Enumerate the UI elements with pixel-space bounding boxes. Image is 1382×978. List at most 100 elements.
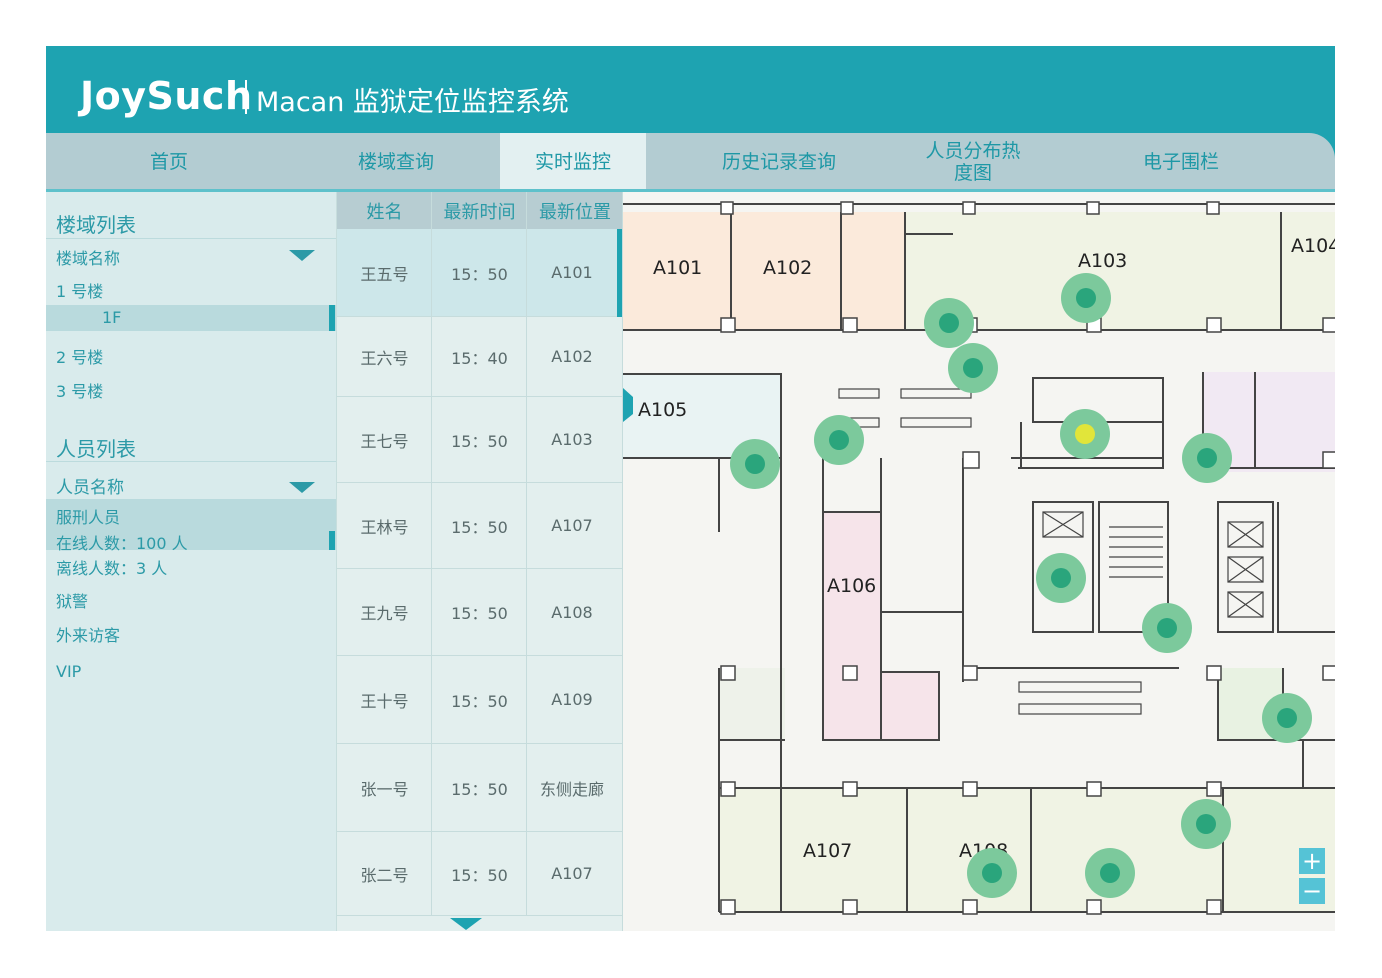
person-marker-dot [745,454,765,474]
cell-name: 王九号 [360,604,409,623]
room-label-a105: A105 [638,399,687,421]
person-marker-dot [982,863,1002,883]
table-header: 姓名 最新时间 最新位置 [337,192,623,229]
selection-indicator [329,305,335,331]
cell-name: 张一号 [360,779,409,799]
nav-realtime-monitor[interactable]: 实时监控 [500,133,646,191]
sidebar-item-inmates[interactable]: 服刑人员 在线人数：100 人 [46,499,336,553]
room-fill-a106 [823,512,881,740]
person-marker-dot [1277,708,1297,728]
cell-location: A107 [551,516,593,535]
floor-plan-svg: A101 A102 A103 A104 A105 A106 A107 A108 [623,201,1335,915]
cell-name: 王林号 [360,517,409,537]
cell-location: 东侧走廊 [539,779,604,799]
people-name-select[interactable]: 人员名称 [56,478,124,498]
nav-geofence[interactable]: 电子围栏 [1142,151,1219,173]
sidebar-item-floor-1f[interactable]: 1F [46,305,336,331]
room-fill-a103 [905,212,1335,330]
nav-area-query[interactable]: 楼域查询 [357,151,434,173]
floor-plan-map[interactable]: A101 A102 A103 A104 A105 A106 A107 A108 [622,192,1335,931]
cell-name: 王七号 [360,431,409,451]
sidebar-item-building-2[interactable]: 2 号楼 [56,348,104,367]
room-label-a107: A107 [803,840,852,862]
chevron-down-icon[interactable] [289,250,315,261]
table-row[interactable]: 王九号 15：50 A108 [337,569,623,656]
cell-location: A109 [551,690,593,709]
cell-time: 15：50 [451,865,508,885]
table-row[interactable]: 王五号 15：50 A101 [337,229,623,317]
sidebar-item-visitors[interactable]: 外来访客 [56,626,121,645]
cell-time: 15：50 [451,604,508,623]
cell-location: A102 [551,347,593,366]
person-marker-dot [829,430,849,450]
brand-separator [245,80,247,114]
selection-indicator [617,229,623,317]
table-row[interactable]: 王林号 15：50 A107 [337,483,623,569]
cell-location: A101 [551,263,593,282]
cell-name: 张二号 [360,865,409,885]
room-fill-a107-a108 [719,788,1335,913]
selection-indicator [329,531,335,550]
room-label-a101: A101 [653,257,702,279]
sidebar: 楼域列表 楼域名称 1 号楼 1F 2 号楼 3 号楼 人员列表 人员名称 服刑… [46,192,336,931]
sidebar-item-vip[interactable]: VIP [56,662,82,681]
personnel-table: 姓名 最新时间 最新位置 王五号 15：50 A101 王六号 15：40 A1… [336,192,623,931]
cell-time: 15：40 [451,348,508,368]
app-window: JoySuch Macan 监狱定位监控系统 首页 楼域查询 实时监控 历史记录… [46,46,1335,931]
nav-heatmap[interactable]: 人员分布热度图 [925,140,1021,184]
nav-bar: 首页 楼域查询 实时监控 历史记录查询 人员分布热度图 电子围栏 [46,133,1335,191]
zoom-out-button[interactable]: − [1299,877,1325,905]
area-name-select[interactable]: 楼域名称 [56,249,121,268]
area-list-title: 楼域列表 [56,213,136,237]
room-label-a103: A103 [1078,250,1127,272]
inmates-label: 服刑人员 [56,508,121,527]
nav-divider [46,189,1335,192]
sidebar-item-building-1[interactable]: 1 号楼 [56,282,104,301]
main-nav: 首页 楼域查询 实时监控 历史记录查询 人员分布热度图 电子围栏 [46,133,1335,191]
room-label-a102: A102 [763,257,812,279]
cell-name: 王六号 [360,348,409,368]
zoom-in-button[interactable]: + [1299,847,1325,875]
column-header-name[interactable]: 姓名 [366,201,403,223]
cell-location: A108 [551,602,593,622]
person-marker-dot [1076,288,1096,308]
chevron-down-icon[interactable] [289,482,315,493]
column-divider [526,192,527,916]
personnel-markers [730,273,1312,898]
table-row[interactable]: 王十号 15：50 A109 [337,656,623,744]
column-header-time[interactable]: 最新时间 [443,201,516,223]
cell-location: A107 [551,864,593,883]
nav-home[interactable]: 首页 [149,151,188,173]
furniture [838,388,1264,715]
cell-time: 15：50 [451,431,508,451]
person-marker-dot [939,313,959,333]
column-header-location[interactable]: 最新位置 [539,201,611,223]
person-marker-dot [1100,863,1120,883]
table-row[interactable]: 王六号 15：40 A102 [337,317,623,397]
brand-logo: JoySuch [80,74,253,118]
table-row[interactable]: 张一号 15：50 东侧走廊 [337,744,623,832]
cell-time: 15：50 [451,691,508,711]
walls [623,203,1335,913]
offline-count: 离线人数：3 人 [56,559,168,578]
person-marker-dot [1051,568,1071,588]
system-title: Macan 监狱定位监控系统 [256,87,569,118]
table-row[interactable]: 王七号 15：50 A103 [337,397,623,483]
structural-columns [720,201,1335,915]
sidebar-item-building-3[interactable]: 3 号楼 [56,382,104,401]
divider [46,238,336,239]
cell-time: 15：50 [451,779,508,799]
cell-time: 15：50 [451,264,508,284]
cell-name: 王十号 [360,691,409,711]
person-marker-dot [1196,814,1216,834]
room-pointer-icon [623,388,633,422]
cell-time: 15：50 [451,517,508,537]
online-count: 在线人数：100 人 [56,534,188,553]
scroll-down-icon[interactable] [450,918,482,930]
nav-history-query[interactable]: 历史记录查询 [721,151,836,173]
table-row[interactable]: 张二号 15：50 A107 [337,832,623,916]
floor-label: 1F [102,308,122,327]
sidebar-item-guards[interactable]: 狱警 [56,592,89,611]
room-fill-a106b [881,672,939,740]
person-marker-dot [1157,618,1177,638]
